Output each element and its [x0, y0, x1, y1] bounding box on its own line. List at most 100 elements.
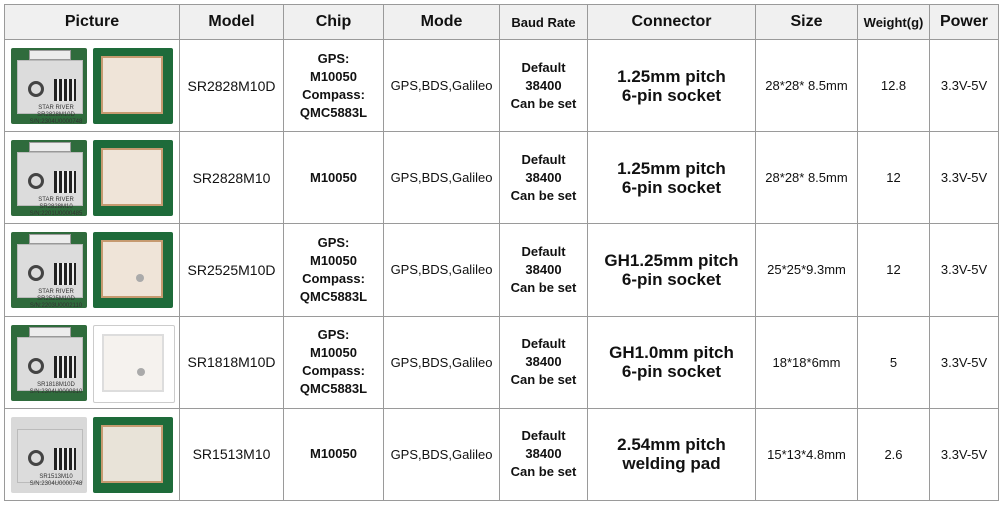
- chip-cell: GPS: M10050 Compass: QMC5883L: [283, 315, 384, 409]
- module-label-text: SR1818M10D S/N:2304U0000810: [29, 381, 83, 395]
- chip-cell: M10050: [283, 131, 384, 225]
- star-river-logo-icon: [28, 81, 44, 98]
- connector-image: [29, 234, 71, 245]
- model-cell: SR2525M10D: [179, 223, 284, 317]
- size-cell: 28*28* 8.5mm: [755, 131, 858, 225]
- header-row: Picture Model Chip Mode Baud Rate Connec…: [4, 3, 999, 41]
- gps-module-image: STAR RIVER SR2828M10 S/N:2201U0000485: [11, 140, 87, 217]
- feed-point-icon: [136, 274, 144, 283]
- shield-can-image: STAR RIVER SR2828M10 S/N:2201U0000485: [17, 152, 83, 217]
- header-model: Model: [179, 3, 284, 41]
- star-river-logo-icon: [28, 449, 44, 466]
- shield-can-image: SR1513M10 S/N:2304U0000748: [17, 428, 83, 487]
- shield-can-image: STAR RIVER SR2525M10D S/N:2203U0002110: [17, 244, 83, 309]
- gps-module-image: STAR RIVER SR2828M10D S/N:2304U0000748: [11, 48, 87, 125]
- power-cell: 3.3V-5V: [929, 223, 999, 317]
- module-label-text: STAR RIVER SR2525M10D S/N:2203U0002110: [29, 289, 83, 310]
- model-cell: SR2828M10D: [179, 39, 284, 133]
- mode-cell: GPS,BDS,Galileo: [383, 223, 500, 317]
- size-cell: 18*18*6mm: [755, 315, 858, 409]
- ceramic-patch-image: [101, 424, 163, 483]
- mode-cell: GPS,BDS,Galileo: [383, 39, 500, 133]
- antenna-image: [93, 416, 173, 493]
- ceramic-patch-image: [101, 240, 163, 299]
- weight-cell: 5: [857, 315, 930, 409]
- baud-cell: Default 38400 Can be set: [499, 131, 588, 225]
- mode-cell: GPS,BDS,Galileo: [383, 131, 500, 225]
- ceramic-patch-image: [101, 148, 163, 207]
- antenna-image: [93, 48, 173, 125]
- star-river-logo-icon: [28, 173, 44, 190]
- header-connector: Connector: [587, 3, 756, 41]
- module-label-text: SR1513M10 S/N:2304U0000748: [29, 473, 83, 487]
- weight-cell: 12.8: [857, 39, 930, 133]
- table-row: STAR RIVER SR2525M10D S/N:2203U0002110 S…: [4, 223, 999, 317]
- star-river-logo-icon: [28, 265, 44, 282]
- product-picture: STAR RIVER SR2828M10D S/N:2304U0000748: [4, 39, 180, 133]
- chip-cell: GPS: M10050 Compass: QMC5883L: [283, 223, 384, 317]
- qr-code-icon: [54, 355, 76, 378]
- connector-cell: 2.54mm pitch welding pad: [587, 407, 756, 502]
- shield-can-image: SR1818M10D S/N:2304U0000810: [17, 336, 83, 395]
- shield-can-image: STAR RIVER SR2828M10D S/N:2304U0000748: [17, 60, 83, 125]
- model-cell: SR2828M10: [179, 131, 284, 225]
- module-label-text: STAR RIVER SR2828M10 S/N:2201U0000485: [29, 197, 83, 218]
- qr-code-icon: [54, 447, 76, 470]
- header-chip: Chip: [283, 3, 384, 41]
- gps-module-image: SR1818M10D S/N:2304U0000810: [11, 324, 87, 401]
- weight-cell: 12: [857, 223, 930, 317]
- weight-cell: 12: [857, 131, 930, 225]
- power-cell: 3.3V-5V: [929, 407, 999, 502]
- model-cell: SR1513M10: [179, 407, 284, 502]
- baud-cell: Default 38400 Can be set: [499, 315, 588, 409]
- table-row: STAR RIVER SR2828M10D S/N:2304U0000748 S…: [4, 39, 999, 133]
- gps-module-image: SR1513M10 S/N:2304U0000748: [11, 416, 87, 493]
- header-power: Power: [929, 3, 999, 41]
- ceramic-patch-image: [101, 56, 163, 115]
- chip-cell: GPS: M10050 Compass: QMC5883L: [283, 39, 384, 133]
- baud-cell: Default 38400 Can be set: [499, 407, 588, 502]
- chip-cell: M10050: [283, 407, 384, 502]
- size-cell: 28*28* 8.5mm: [755, 39, 858, 133]
- module-label-text: STAR RIVER SR2828M10D S/N:2304U0000748: [29, 105, 83, 126]
- size-cell: 25*25*9.3mm: [755, 223, 858, 317]
- product-picture: SR1818M10D S/N:2304U0000810: [4, 315, 180, 409]
- connector-cell: GH1.25mm pitch 6-pin socket: [587, 223, 756, 317]
- antenna-image: [93, 232, 173, 309]
- connector-image: [29, 326, 71, 337]
- qr-code-icon: [54, 79, 76, 102]
- header-size: Size: [755, 3, 858, 41]
- weight-cell: 2.6: [857, 407, 930, 502]
- product-picture: STAR RIVER SR2828M10 S/N:2201U0000485: [4, 131, 180, 225]
- table-row: SR1818M10D S/N:2304U0000810 SR1818M10D G…: [4, 315, 999, 409]
- star-river-logo-icon: [28, 357, 44, 374]
- connector-cell: 1.25mm pitch 6-pin socket: [587, 39, 756, 133]
- baud-cell: Default 38400 Can be set: [499, 223, 588, 317]
- header-weight: Weight(g): [857, 3, 930, 41]
- qr-code-icon: [54, 263, 76, 286]
- product-picture: SR1513M10 S/N:2304U0000748: [4, 407, 180, 502]
- power-cell: 3.3V-5V: [929, 39, 999, 133]
- mode-cell: GPS,BDS,Galileo: [383, 407, 500, 502]
- connector-cell: GH1.0mm pitch 6-pin socket: [587, 315, 756, 409]
- header-baud-rate: Baud Rate: [499, 3, 588, 41]
- ceramic-patch-image: [102, 333, 164, 392]
- size-cell: 15*13*4.8mm: [755, 407, 858, 502]
- feed-point-icon: [137, 367, 145, 376]
- header-picture: Picture: [4, 3, 180, 41]
- table-row: SR1513M10 S/N:2304U0000748 SR1513M10 M10…: [4, 407, 999, 502]
- connector-image: [29, 142, 71, 153]
- antenna-image: [93, 324, 175, 403]
- product-picture: STAR RIVER SR2525M10D S/N:2203U0002110: [4, 223, 180, 317]
- power-cell: 3.3V-5V: [929, 315, 999, 409]
- header-mode: Mode: [383, 3, 500, 41]
- qr-code-icon: [54, 171, 76, 194]
- model-cell: SR1818M10D: [179, 315, 284, 409]
- connector-cell: 1.25mm pitch 6-pin socket: [587, 131, 756, 225]
- table-row: STAR RIVER SR2828M10 S/N:2201U0000485 SR…: [4, 131, 999, 225]
- spec-table: Picture Model Chip Mode Baud Rate Connec…: [4, 3, 999, 502]
- gps-module-image: STAR RIVER SR2525M10D S/N:2203U0002110: [11, 232, 87, 309]
- connector-image: [29, 50, 71, 61]
- power-cell: 3.3V-5V: [929, 131, 999, 225]
- baud-cell: Default 38400 Can be set: [499, 39, 588, 133]
